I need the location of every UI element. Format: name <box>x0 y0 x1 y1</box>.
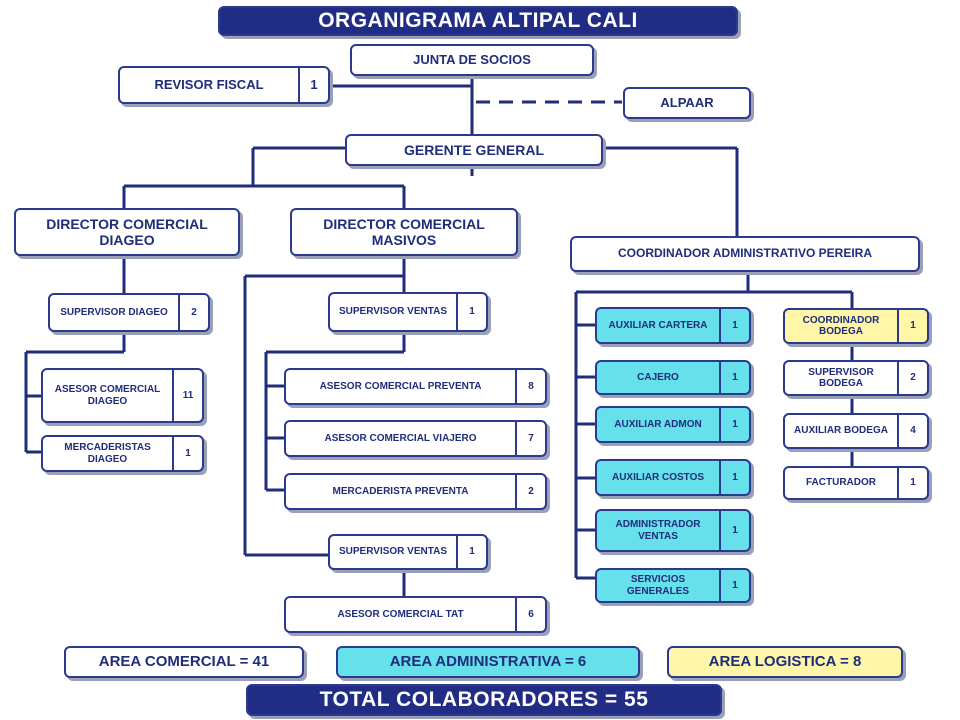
preventa-count: 8 <box>515 370 545 403</box>
node-auxiliar-cartera[interactable]: AUXILIAR CARTERA 1 <box>595 307 751 344</box>
node-supervisor-ventas-2[interactable]: SUPERVISOR VENTAS 1 <box>328 534 488 570</box>
coord-bodega-label: COORDINADOR BODEGA <box>802 314 880 338</box>
node-auxiliar-costos[interactable]: AUXILIAR COSTOS 1 <box>595 459 751 496</box>
supervisor-diageo-count: 2 <box>178 295 208 330</box>
node-servicios-generales[interactable]: SERVICIOS GENERALES 1 <box>595 568 751 603</box>
node-coordinador-bodega[interactable]: COORDINADOR BODEGA 1 <box>783 308 929 344</box>
supervisor-ventas-1-label: SUPERVISOR VENTAS <box>339 306 447 318</box>
node-revisor-fiscal[interactable]: REVISOR FISCAL 1 <box>118 66 330 104</box>
supervisor-ventas-2-count: 1 <box>456 536 486 568</box>
coord-admin-label: COORDINADOR ADMINISTRATIVO PEREIRA <box>617 246 872 261</box>
aux-bodega-count: 4 <box>897 415 927 447</box>
node-alpaar[interactable]: ALPAAR <box>623 87 751 119</box>
cajero-count: 1 <box>719 362 749 393</box>
adm-ventas-count: 1 <box>719 511 749 550</box>
node-facturador[interactable]: FACTURADOR 1 <box>783 466 929 500</box>
cartera-label: AUXILIAR CARTERA <box>608 319 708 331</box>
area-administrativa-total: AREA ADMINISTRATIVA = 6 <box>336 646 640 678</box>
node-asesor-comercial-diageo[interactable]: ASESOR COMERCIAL DIAGEO 11 <box>41 368 204 423</box>
cajero-label: CAJERO <box>637 371 679 383</box>
viajero-count: 7 <box>515 422 545 455</box>
node-supervisor-ventas-1[interactable]: SUPERVISOR VENTAS 1 <box>328 292 488 332</box>
node-junta-label: JUNTA DE SOCIOS <box>413 51 531 67</box>
node-administrador-ventas[interactable]: ADMINISTRADOR VENTAS 1 <box>595 509 751 552</box>
costos-label: AUXILIAR COSTOS <box>611 471 705 483</box>
mercaderista-preventa-count: 2 <box>515 475 545 508</box>
servicios-label: SERVICIOS GENERALES <box>626 574 690 597</box>
costos-count: 1 <box>719 461 749 494</box>
node-auxiliar-bodega[interactable]: AUXILIAR BODEGA 4 <box>783 413 929 449</box>
coord-bodega-count: 1 <box>897 310 927 342</box>
revisor-count: 1 <box>298 68 328 102</box>
area-administrativa-text: AREA ADMINISTRATIVA = 6 <box>389 653 587 671</box>
node-mercaderistas-diageo[interactable]: MERCADERISTAS DIAGEO 1 <box>41 435 204 472</box>
servicios-count: 1 <box>719 570 749 601</box>
aux-bodega-label: AUXILIAR BODEGA <box>794 425 888 437</box>
supervisor-ventas-2-label: SUPERVISOR VENTAS <box>339 546 447 558</box>
admon-count: 1 <box>719 408 749 441</box>
node-director-comercial-diageo[interactable]: DIRECTOR COMERCIAL DIAGEO <box>14 208 240 256</box>
node-asesor-comercial-viajero[interactable]: ASESOR COMERCIAL VIAJERO 7 <box>284 420 547 457</box>
supervisor-diageo-label: SUPERVISOR DIAGEO <box>60 306 168 318</box>
node-director-comercial-masivos[interactable]: DIRECTOR COMERCIAL MASIVOS <box>290 208 518 256</box>
total-colaboradores-text: TOTAL COLABORADORES = 55 <box>319 687 649 711</box>
node-coordinador-administrativo[interactable]: COORDINADOR ADMINISTRATIVO PEREIRA <box>570 236 920 272</box>
tat-label: ASESOR COMERCIAL TAT <box>337 608 464 620</box>
total-colaboradores: TOTAL COLABORADORES = 55 <box>246 684 722 716</box>
dir-diageo-label: DIRECTOR COMERCIAL DIAGEO <box>46 215 208 248</box>
mercaderista-preventa-label: MERCADERISTA PREVENTA <box>332 485 469 497</box>
cartera-count: 1 <box>719 309 749 342</box>
sup-bodega-count: 2 <box>897 362 927 394</box>
node-junta-de-socios[interactable]: JUNTA DE SOCIOS <box>350 44 594 76</box>
area-logistica-text: AREA LOGISTICA = 8 <box>708 653 862 671</box>
chart-title: ORGANIGRAMA ALTIPAL CALI <box>218 6 738 36</box>
admon-label: AUXILIAR ADMON <box>614 418 702 430</box>
viajero-label: ASESOR COMERCIAL VIAJERO <box>324 432 477 444</box>
node-gerente-general[interactable]: GERENTE GENERAL <box>345 134 603 166</box>
node-asesor-comercial-tat[interactable]: ASESOR COMERCIAL TAT 6 <box>284 596 547 633</box>
node-alpaar-label: ALPAAR <box>660 94 714 110</box>
area-comercial-text: AREA COMERCIAL = 41 <box>98 653 270 671</box>
node-supervisor-bodega[interactable]: SUPERVISOR BODEGA 2 <box>783 360 929 396</box>
sup-bodega-label: SUPERVISOR BODEGA <box>808 366 874 390</box>
preventa-label: ASESOR COMERCIAL PREVENTA <box>319 380 482 392</box>
node-asesor-comercial-preventa[interactable]: ASESOR COMERCIAL PREVENTA 8 <box>284 368 547 405</box>
facturador-label: FACTURADOR <box>806 477 876 489</box>
node-mercaderista-preventa[interactable]: MERCADERISTA PREVENTA 2 <box>284 473 547 510</box>
mercaderistas-diageo-label: MERCADERISTAS DIAGEO <box>64 442 151 465</box>
node-cajero[interactable]: CAJERO 1 <box>595 360 751 395</box>
supervisor-ventas-1-count: 1 <box>456 294 486 330</box>
area-logistica-total: AREA LOGISTICA = 8 <box>667 646 903 678</box>
asesor-diageo-label: ASESOR COMERCIAL DIAGEO <box>54 384 161 407</box>
node-auxiliar-admon[interactable]: AUXILIAR ADMON 1 <box>595 406 751 443</box>
chart-title-text: ORGANIGRAMA ALTIPAL CALI <box>318 8 638 32</box>
mercaderistas-diageo-count: 1 <box>172 437 202 470</box>
facturador-count: 1 <box>897 468 927 498</box>
dir-masivos-label: DIRECTOR COMERCIAL MASIVOS <box>323 215 485 248</box>
revisor-label: REVISOR FISCAL <box>154 76 264 92</box>
area-comercial-total: AREA COMERCIAL = 41 <box>64 646 304 678</box>
adm-ventas-label: ADMINISTRADOR VENTAS <box>615 519 701 542</box>
node-supervisor-diageo[interactable]: SUPERVISOR DIAGEO 2 <box>48 293 210 332</box>
tat-count: 6 <box>515 598 545 631</box>
node-gerente-label: GERENTE GENERAL <box>403 141 544 158</box>
asesor-diageo-count: 11 <box>172 370 202 421</box>
